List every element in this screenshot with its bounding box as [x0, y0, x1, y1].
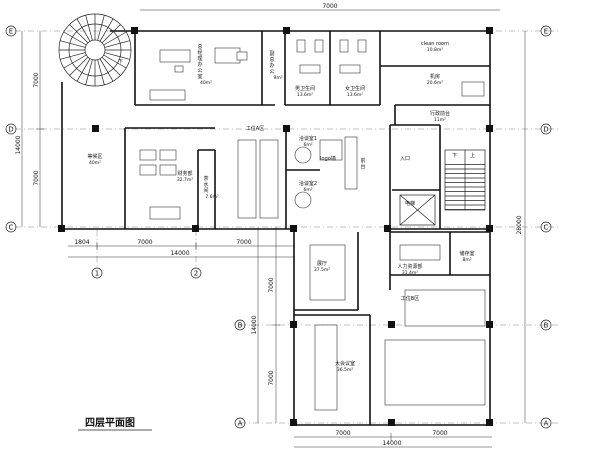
- svg-text:7000: 7000: [432, 430, 447, 437]
- svg-text:下: 下: [452, 153, 457, 159]
- axis-D-left: D: [5, 123, 17, 135]
- room-label-vice-office: 副总办公: [269, 50, 274, 75]
- axis-B-left: B: [234, 319, 246, 331]
- straight-staircase: 下 上: [444, 149, 486, 211]
- svg-text:14000: 14000: [170, 250, 189, 257]
- room-labels: 总经理办公室40m²副总办公9m²男卫生间13.6m²女卫生间13.6m²cle…: [87, 41, 474, 373]
- room-label-waiting: 等候区: [87, 153, 102, 160]
- axis-bubbles: E D C E D C B A B A 1 2: [5, 25, 552, 429]
- svg-text:C: C: [9, 224, 14, 232]
- room-area-finance: 32.7m²: [177, 177, 193, 183]
- room-label-logo-wall: logo墙: [320, 155, 336, 162]
- room-label-pantry: 茶水间: [203, 175, 208, 194]
- room-label-clean-room: clean room: [421, 41, 449, 47]
- svg-text:1804: 1804: [74, 239, 89, 246]
- axis-C-left: C: [5, 221, 17, 233]
- svg-text:7000: 7000: [33, 170, 40, 185]
- room-label-storage: 储存室: [459, 250, 474, 257]
- axis-A-left: A: [234, 417, 246, 429]
- room-area-pantry: 7.6m²: [205, 194, 219, 200]
- axis-A-right: A: [540, 417, 552, 429]
- room-label-meeting-2: 洽谈室2: [299, 180, 317, 187]
- svg-text:14000: 14000: [382, 440, 401, 447]
- svg-text:7000: 7000: [268, 277, 275, 292]
- room-area-vice-office: 9m²: [273, 75, 282, 81]
- room-label-workzone-b: 工位B区: [401, 295, 419, 302]
- axis-E-left: E: [5, 25, 17, 37]
- room-area-female-wc: 13.6m²: [347, 92, 363, 98]
- svg-text:A: A: [544, 420, 549, 428]
- room-label-elevator: 电梯: [405, 200, 415, 207]
- room-label-workzone-a: 工位A区: [246, 125, 264, 132]
- svg-text:D: D: [8, 126, 13, 134]
- svg-text:E: E: [544, 28, 548, 36]
- room-label-hall: 展厅: [317, 261, 327, 267]
- room-area-hr: 31.4m²: [402, 270, 418, 276]
- svg-text:7000: 7000: [33, 72, 40, 87]
- svg-text:B: B: [238, 322, 243, 330]
- room-label-male-wc: 男卫生间: [295, 85, 315, 92]
- drawing-title: 四层平面图: [78, 417, 152, 431]
- room-label-admin: 行政前台: [430, 110, 450, 117]
- room-label-entrance: 入口: [400, 156, 410, 162]
- room-area-meeting-2: 6m²: [303, 187, 312, 193]
- room-label-conference: 大会议室: [335, 360, 355, 367]
- furniture: [139, 39, 486, 411]
- room-area-hall: 37.5m²: [314, 267, 330, 273]
- svg-text:7000: 7000: [137, 239, 152, 246]
- svg-text:28000: 28000: [516, 215, 523, 234]
- axis-C-right: C: [540, 221, 552, 233]
- room-label-female-wc: 女卫生间: [345, 85, 365, 92]
- room-area-clean-room: 10.8m²: [427, 47, 443, 53]
- svg-text:7000: 7000: [322, 3, 337, 10]
- axis-E-right: E: [540, 25, 552, 37]
- room-area-male-wc: 13.6m²: [297, 92, 313, 98]
- room-label-machine-room: 机房: [430, 73, 440, 80]
- svg-text:A: A: [238, 420, 243, 428]
- svg-text:C: C: [544, 224, 549, 232]
- svg-text:14000: 14000: [251, 315, 258, 334]
- svg-text:B: B: [544, 322, 549, 330]
- room-area-waiting: 40m²: [89, 160, 101, 166]
- room-area-meeting-1: 6m²: [303, 142, 312, 148]
- svg-text:上: 上: [470, 152, 475, 159]
- axis-D-right: D: [540, 123, 552, 135]
- svg-text:D: D: [543, 126, 548, 134]
- spiral-staircase: 下: [58, 13, 132, 87]
- room-area-machine-room: 20.6m²: [427, 80, 443, 86]
- room-area-conference: 36.5m²: [337, 367, 353, 373]
- elevator-shaft: [399, 194, 436, 226]
- columns: [58, 27, 493, 426]
- svg-text:下: 下: [118, 59, 123, 65]
- dimensions: 7000 7000 7000 14000 28000 1804 7000 700…: [15, 3, 526, 448]
- room-label-reception: 前台: [360, 157, 365, 170]
- room-label-meeting-1: 洽谈室1: [299, 135, 317, 142]
- room-area-gm-office: 40m²: [200, 80, 212, 86]
- svg-text:2: 2: [194, 270, 198, 278]
- svg-text:14000: 14000: [15, 135, 22, 154]
- svg-text:1: 1: [95, 270, 99, 278]
- room-area-storage: 8m²: [462, 257, 471, 263]
- axis-B-right: B: [540, 319, 552, 331]
- axis-2: 2: [190, 267, 202, 279]
- svg-text:7000: 7000: [335, 430, 350, 437]
- title-text: 四层平面图: [85, 417, 135, 429]
- room-area-admin: 11m²: [434, 117, 446, 123]
- room-label-finance: 财务部: [177, 170, 192, 177]
- axis-1: 1: [91, 267, 103, 279]
- svg-text:7000: 7000: [268, 370, 275, 385]
- room-label-hr: 人力资源部: [397, 263, 422, 270]
- svg-text:7000: 7000: [236, 239, 251, 246]
- room-label-gm-office: 总经理办公室: [197, 43, 202, 80]
- svg-text:E: E: [9, 28, 13, 36]
